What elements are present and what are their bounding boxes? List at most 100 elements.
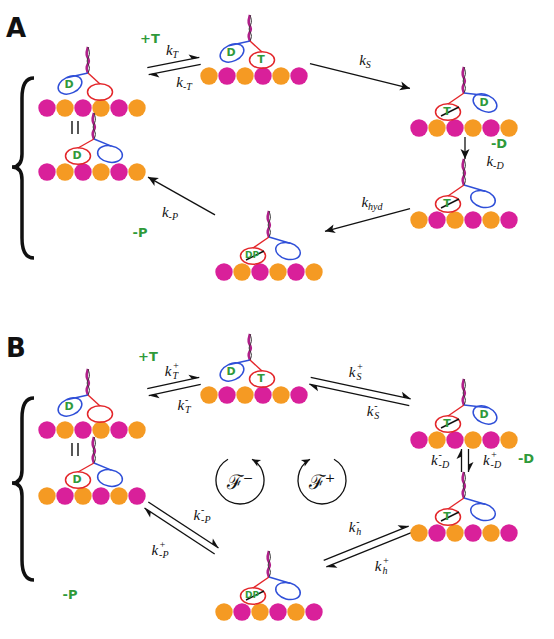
nucleotide-label: T <box>257 54 265 65</box>
tubulin-subunit <box>269 603 286 620</box>
tubulin-subunit <box>110 163 127 180</box>
nucleotide-label: D <box>72 474 81 485</box>
motor-illustration <box>200 15 310 85</box>
tubulin-subunit <box>290 67 307 84</box>
rate-constant: k-P <box>162 205 178 220</box>
coiled-coil-stalk <box>87 369 89 395</box>
coiled-coil-stalk <box>463 159 465 185</box>
harpoon-arrow <box>148 502 218 548</box>
coiled-coil-stalk <box>87 47 89 73</box>
tubulin-subunit <box>218 386 235 403</box>
neck-linker <box>448 185 464 196</box>
coiled-coil-stalk <box>463 67 465 93</box>
tubulin-subunit <box>305 263 322 280</box>
tubulin-subunit <box>38 487 55 504</box>
motor-head <box>436 509 461 525</box>
coiled-coil-stalk <box>463 472 465 498</box>
tubulin-subunit <box>110 99 127 116</box>
coiled-coil-stalk <box>268 211 270 237</box>
motor-head <box>470 402 500 427</box>
equals-sign <box>71 121 72 134</box>
tubulin-subunit <box>446 524 463 541</box>
motor-head <box>274 580 302 602</box>
exchange-label: +T <box>140 32 160 45</box>
harpoon-arrow <box>461 449 462 472</box>
rate-constant: k-P- <box>193 505 210 525</box>
equals-sign <box>71 443 72 456</box>
coiled-coil-stalk <box>268 551 270 577</box>
tubulin-subunit <box>482 119 499 136</box>
tubulin-subunit <box>128 163 145 180</box>
coiled-coil-stalk <box>463 379 465 405</box>
tubulin-subunit <box>38 163 55 180</box>
motor-state: D <box>38 47 148 117</box>
cycle-flux: ℱ⁺ <box>309 472 336 492</box>
neck-linker <box>250 41 262 52</box>
motor-head <box>274 240 302 262</box>
motor-head <box>96 468 123 488</box>
tubulin-subunit <box>428 524 445 541</box>
equals-sign <box>77 443 78 456</box>
tubulin-subunit <box>74 163 91 180</box>
curly-brace <box>12 398 34 580</box>
motor-head <box>241 248 266 264</box>
motor-state: DP <box>215 211 325 281</box>
tubulin-subunit <box>128 487 145 504</box>
tubulin-subunit <box>200 386 217 403</box>
motor-head <box>217 40 247 65</box>
tubulin-subunit <box>74 99 91 116</box>
cycle-arrow <box>298 459 346 504</box>
harpoon-arrow <box>309 384 409 405</box>
motor-head <box>241 588 266 604</box>
coiled-coil-stalk <box>93 113 95 139</box>
nucleotide-label: T <box>443 198 451 209</box>
coiled-coil-stalk <box>93 113 95 139</box>
tubulin-subunit <box>428 431 445 448</box>
nucleotide-label: D <box>64 401 73 412</box>
tubulin-subunit <box>56 163 73 180</box>
motor-state: TD <box>410 67 520 137</box>
rate-constant: k-D <box>486 154 503 169</box>
coiled-coil-stalk <box>463 379 465 405</box>
rate-constant: kT+ <box>165 361 179 381</box>
tubulin-subunit <box>428 211 445 228</box>
tubulin-subunit <box>500 211 517 228</box>
tubulin-subunit <box>92 487 109 504</box>
curly-brace <box>12 78 34 258</box>
tubulin-subunit <box>200 67 217 84</box>
nucleotide-label: D <box>479 409 488 420</box>
coiled-coil-stalk <box>463 159 465 185</box>
rate-constant: kS- <box>367 401 380 421</box>
reaction-arrow <box>464 137 465 159</box>
neck-linker <box>78 139 94 148</box>
equals-sign <box>77 121 78 134</box>
rate-constant: kT <box>166 43 178 58</box>
nucleotide-label: T <box>443 418 451 429</box>
tubulin-subunit <box>56 487 73 504</box>
tubulin-subunit <box>464 119 481 136</box>
exchange-label: -P <box>133 226 148 239</box>
tubulin-subunit <box>251 603 268 620</box>
tubulin-subunit <box>56 99 73 116</box>
motor-head <box>55 394 85 419</box>
exchange-label: -P <box>63 588 78 601</box>
tubulin-subunit <box>128 421 145 438</box>
motor-state: DP <box>215 551 325 621</box>
nucleotide-label: D <box>226 366 235 377</box>
rate-constant: kh- <box>349 517 362 537</box>
motor-head <box>96 144 123 164</box>
motor-illustration <box>410 67 520 137</box>
panel-letter: A <box>6 15 26 41</box>
motor-head <box>66 472 91 488</box>
tubulin-subunit <box>110 421 127 438</box>
motor-head <box>88 406 113 422</box>
nucleotide-label: D <box>64 79 73 90</box>
nucleotide-label: T <box>443 106 451 117</box>
tubulin-subunit <box>464 431 481 448</box>
motor-head <box>436 416 461 432</box>
motor-head <box>250 52 275 68</box>
motor-head <box>66 148 91 164</box>
rate-constant: k-P+ <box>151 540 168 560</box>
motor-illustration <box>38 369 148 439</box>
